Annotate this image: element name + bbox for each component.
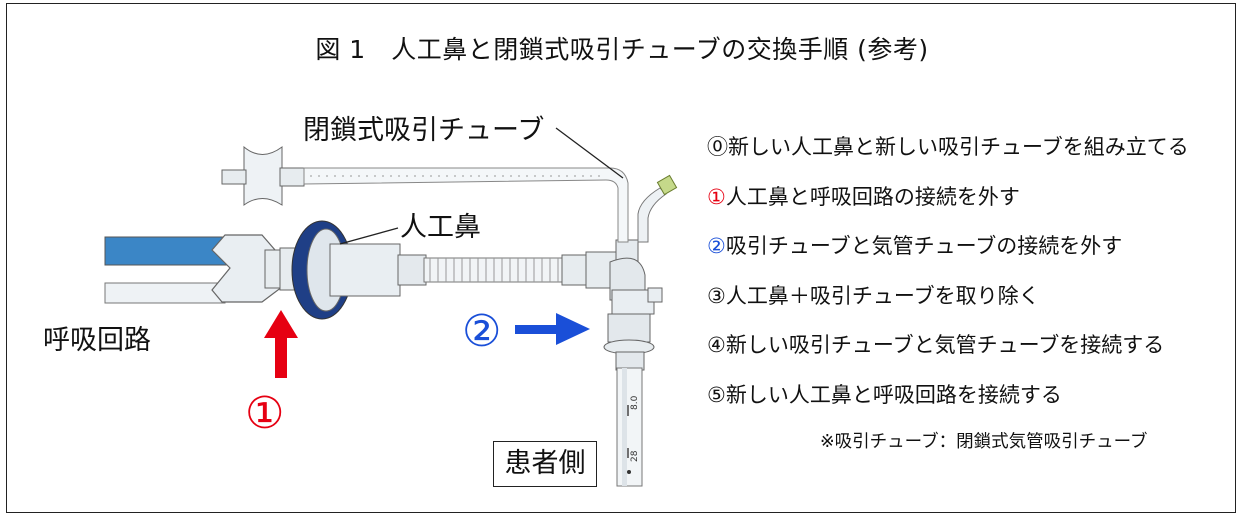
tube-leader-line <box>555 127 624 179</box>
hme-label: 人工鼻 <box>400 212 481 243</box>
hme-filter <box>279 220 427 320</box>
patient-side-label: 患者側 <box>493 441 597 487</box>
breathing-circuit-label: 呼吸回路 <box>43 325 151 356</box>
figure-title: 図 1 人工鼻と閉鎖式吸引チューブの交換手順 (参考) <box>315 35 929 64</box>
step-3-number: ③ <box>707 283 726 308</box>
endotracheal-tube: 8.0 28 <box>616 367 643 487</box>
breathing-circuit-hoses <box>104 234 291 304</box>
step-2-number: ② <box>707 234 726 258</box>
step-5-text: 新しい人工鼻と呼吸回路を接続する <box>725 382 1062 407</box>
step-5: ⑤新しい人工鼻と呼吸回路を接続する <box>707 379 1189 429</box>
red-arrow <box>264 310 298 378</box>
hme-leader-line <box>339 227 399 245</box>
step-1-text: 人工鼻と呼吸回路の接続を外す <box>725 184 1020 209</box>
step-2: ②吸引チューブと気管チューブの接続を外す <box>707 230 1189 280</box>
procedure-steps: ⓪新しい人工鼻と新しい吸引チューブを組み立てる ①人工鼻と呼吸回路の接続を外す … <box>707 131 1189 428</box>
step-4-text: 新しい吸引チューブと気管チューブを接続する <box>725 333 1165 357</box>
closed-suction-sleeve <box>221 145 678 243</box>
step-1-marker: ① <box>245 388 285 439</box>
step-2-text: 吸引チューブと気管チューブの接続を外す <box>725 234 1123 258</box>
figure-frame <box>6 3 1236 513</box>
tube-size-marking: 8.0 <box>630 395 640 410</box>
step-3: ③人工鼻＋吸引チューブを取り除く <box>707 280 1189 330</box>
step-2-marker: ② <box>462 306 502 357</box>
step-1: ①人工鼻と呼吸回路の接続を外す <box>707 181 1189 231</box>
step-0-number: ⓪ <box>707 135 728 159</box>
step-3-text: 人工鼻＋吸引チューブを取り除く <box>725 283 1040 308</box>
step-5-number: ⑤ <box>707 382 726 407</box>
closed-suction-tube-label: 閉鎖式吸引チューブ <box>303 115 545 146</box>
blue-arrow <box>515 313 590 345</box>
step-4: ④新しい吸引チューブと気管チューブを接続する <box>707 329 1189 379</box>
step-1-number: ① <box>707 184 726 209</box>
step-0-text: 新しい人工鼻と新しい吸引チューブを組み立てる <box>728 135 1189 159</box>
corrugated-tube <box>423 251 623 289</box>
tube-depth-marking: 28 <box>630 450 640 462</box>
footnote: ※吸引チューブ：閉鎖式気管吸引チューブ <box>820 432 1148 452</box>
suction-elbow <box>603 239 663 371</box>
step-4-number: ④ <box>707 333 726 357</box>
step-0: ⓪新しい人工鼻と新しい吸引チューブを組み立てる <box>707 131 1189 181</box>
